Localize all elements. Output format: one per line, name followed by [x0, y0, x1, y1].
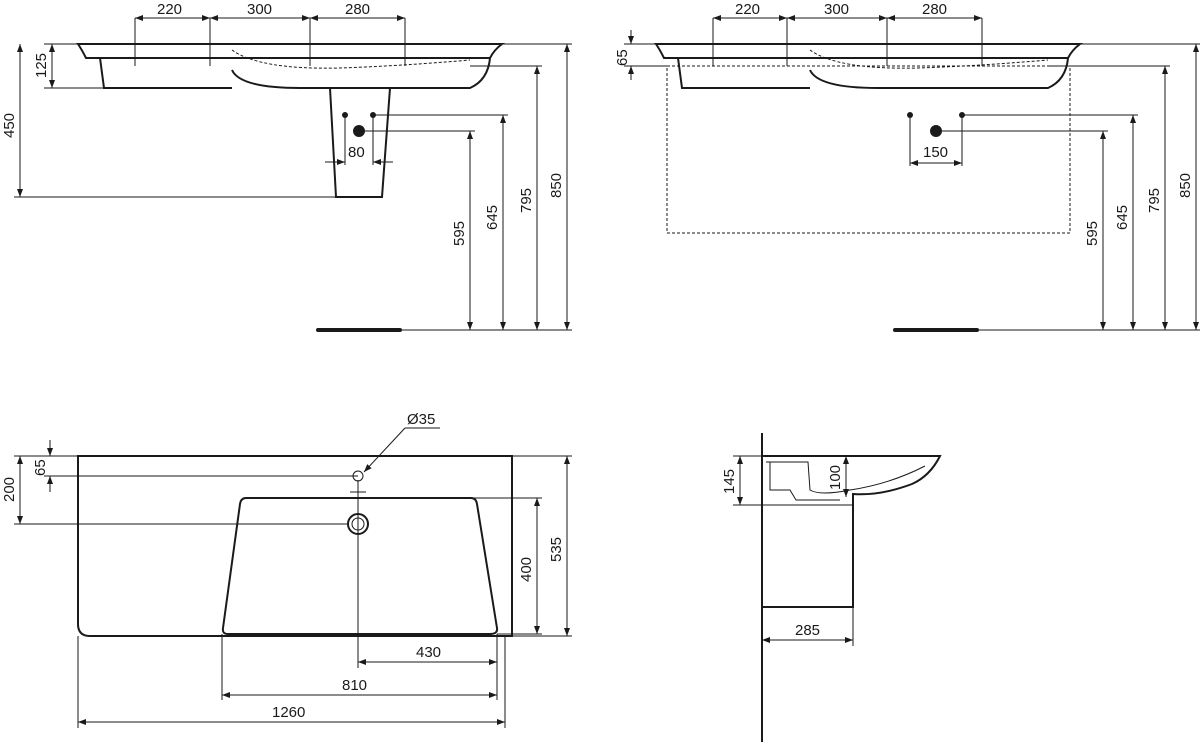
- dim-65: 65: [614, 49, 631, 66]
- dim-850: 850: [1177, 173, 1194, 198]
- dim-430: 430: [416, 644, 441, 661]
- dim-tap-hole-diameter: Ø35: [407, 411, 435, 428]
- front-view-pedestal: 220 300 280 125 450 80 595 645 795 850: [1, 1, 572, 332]
- dim-145: 145: [721, 469, 738, 494]
- dim-595: 595: [451, 221, 468, 246]
- top-view: Ø35 65 200 400 535 430 810 1260: [1, 411, 572, 728]
- dim-645: 645: [484, 205, 501, 230]
- dim-795: 795: [1146, 188, 1163, 213]
- dim-1260: 1260: [272, 704, 305, 721]
- side-view: 145 100 285: [721, 433, 942, 742]
- dim-795: 795: [518, 188, 535, 213]
- dim-200: 200: [1, 477, 18, 502]
- dim-535: 535: [548, 537, 565, 562]
- dim-220: 220: [735, 1, 760, 18]
- dim-400: 400: [518, 557, 535, 582]
- dim-80: 80: [348, 144, 365, 161]
- dim-810: 810: [342, 677, 367, 694]
- dim-450: 450: [1, 113, 18, 138]
- dim-65: 65: [32, 459, 49, 476]
- dim-285: 285: [795, 622, 820, 639]
- dim-280: 280: [345, 1, 370, 18]
- dim-220: 220: [157, 1, 182, 18]
- dim-595: 595: [1084, 221, 1101, 246]
- dim-125: 125: [33, 53, 50, 78]
- front-view-cabinet: 220 300 280 65 150 595 645 795 850: [614, 1, 1200, 332]
- dim-100: 100: [827, 465, 844, 490]
- dim-300: 300: [824, 1, 849, 18]
- dim-645: 645: [1114, 205, 1131, 230]
- dim-850: 850: [548, 173, 565, 198]
- dim-280: 280: [922, 1, 947, 18]
- dim-300: 300: [247, 1, 272, 18]
- dim-150: 150: [923, 144, 948, 161]
